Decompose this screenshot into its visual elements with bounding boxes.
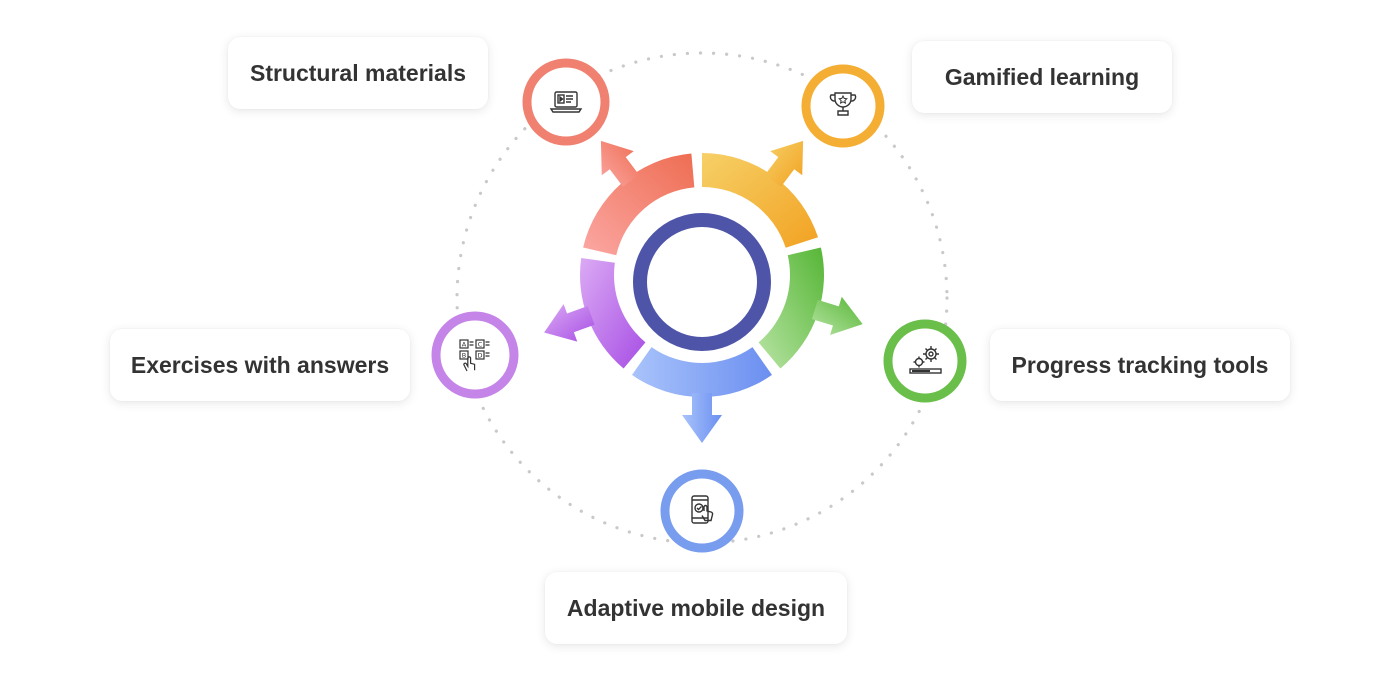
svg-text:B: B (462, 352, 466, 360)
arc-segment-red (583, 153, 695, 256)
arc-segment-green (758, 247, 824, 369)
arrow-red (600, 140, 639, 187)
node-ring-exercises (431, 311, 519, 399)
feature-label-progress: Progress tracking tools (1011, 352, 1269, 378)
svg-text:D: D (477, 352, 482, 360)
laptop-video-icon (549, 91, 583, 113)
feature-card-structural: Structural materials (228, 37, 488, 109)
feature-card-adaptive: Adaptive mobile design (545, 572, 847, 644)
node-gamified[interactable] (801, 64, 885, 148)
dotted-orbit (455, 51, 949, 545)
feature-label-exercises: Exercises with answers (130, 352, 390, 378)
feature-label-gamified: Gamified learning (944, 64, 1140, 90)
arrow-purple (544, 304, 595, 342)
arrow-orange (765, 140, 804, 187)
node-adaptive[interactable] (660, 469, 744, 553)
svg-text:C: C (478, 341, 483, 349)
abcd-choice-icon: A C B D (459, 339, 490, 372)
feature-label-structural: Structural materials (249, 60, 467, 86)
feature-card-exercises: Exercises with answers (110, 329, 410, 401)
trophy-icon (829, 92, 857, 116)
mobile-touch-icon (691, 495, 714, 524)
center-ring (633, 213, 771, 351)
feature-card-gamified: Gamified learning (912, 41, 1172, 113)
arc-segment-blue (632, 347, 772, 397)
arrow-blue (682, 393, 722, 443)
node-ring-progress (883, 319, 967, 403)
node-progress[interactable] (883, 319, 967, 403)
gears-progress-icon (909, 346, 942, 374)
arc-segment-purple (580, 258, 646, 369)
arc-segment-orange (702, 153, 819, 248)
node-ring-gamified (801, 64, 885, 148)
node-exercises[interactable]: A C B D (431, 311, 519, 399)
svg-text:A: A (462, 341, 467, 349)
node-structural[interactable] (522, 58, 610, 146)
arrow-green (811, 296, 863, 336)
feature-card-progress: Progress tracking tools (990, 329, 1290, 401)
feature-label-adaptive: Adaptive mobile design (566, 595, 826, 621)
